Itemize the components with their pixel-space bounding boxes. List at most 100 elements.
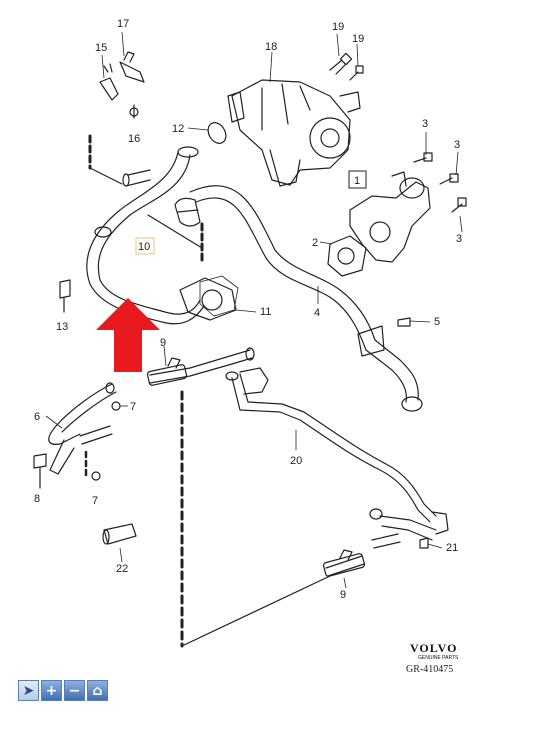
callout-16[interactable]: 16: [128, 133, 140, 145]
flange-hole: [201, 289, 223, 311]
callout-8[interactable]: 8: [34, 493, 40, 505]
hose-end: [401, 396, 423, 412]
gasket-2: [327, 235, 367, 277]
callout-7[interactable]: 7: [92, 495, 98, 507]
coolant-pipe-10-inner: [86, 151, 205, 325]
callout-2[interactable]: 2: [312, 237, 318, 249]
callout-19[interactable]: 19: [332, 21, 344, 33]
callout-17[interactable]: 17: [117, 18, 129, 30]
leader-line: [409, 320, 431, 323]
callout-3[interactable]: 3: [422, 118, 428, 130]
callout-22[interactable]: 22: [116, 563, 128, 575]
hose-connector: [174, 197, 201, 227]
thermostat-housing-1: [349, 181, 431, 263]
callout-1[interactable]: 1: [354, 175, 360, 187]
callout-5[interactable]: 5: [434, 316, 440, 328]
thermostat-outlet: [399, 177, 425, 199]
leader-line: [427, 543, 443, 549]
pump-bracket: [269, 149, 301, 187]
pipe-20-bracket: [239, 367, 269, 395]
pipe-end: [177, 146, 199, 158]
pipe-end: [225, 371, 239, 381]
leader-line: [269, 51, 273, 83]
leader-line: [121, 31, 125, 57]
cursor-button[interactable]: ➤: [18, 680, 39, 701]
callout-21[interactable]: 21: [446, 542, 458, 554]
callout-6[interactable]: 6: [34, 411, 40, 423]
pipe-20-end-bracket: [431, 511, 449, 535]
diagram-code: GR-410475: [406, 664, 453, 675]
hose-9-upper: [149, 349, 253, 384]
hose-9-lower: [325, 555, 365, 577]
callout-3[interactable]: 3: [454, 139, 460, 151]
leader-line: [147, 214, 203, 249]
bolt-8: [33, 453, 47, 469]
gasket-hole: [337, 247, 355, 265]
viewer-toolbar: ➤ + − ⌂: [18, 680, 108, 701]
coolant-pipe-20: [231, 377, 431, 523]
callout-11[interactable]: 11: [260, 306, 271, 318]
callout-3[interactable]: 3: [456, 233, 462, 245]
hose-end: [245, 347, 255, 361]
clip-7: [91, 471, 101, 481]
sensor-15: [99, 77, 119, 101]
callout-20[interactable]: 20: [290, 455, 302, 467]
leader-line: [89, 167, 123, 185]
bolt-5: [397, 317, 411, 327]
leader-line: [455, 151, 459, 176]
brand-name: VOLVO: [410, 641, 457, 655]
callout-13[interactable]: 13: [56, 321, 68, 333]
leader-line: [101, 54, 105, 79]
pump-outlet: [339, 91, 361, 113]
callout-box-1: [348, 170, 367, 189]
brand-tagline: GENUINE PARTS: [418, 655, 459, 661]
bolt-13: [59, 279, 71, 299]
bolt-head: [423, 152, 433, 162]
pipe-end: [105, 382, 115, 394]
pump-detail: [261, 83, 311, 131]
thermostat-connector: [391, 171, 407, 187]
leader-line: [459, 215, 463, 233]
flange-11: [179, 277, 237, 321]
leader-line: [163, 345, 167, 367]
hose-clamp-4: [357, 325, 385, 357]
pipe-6-inner: [61, 391, 117, 433]
zoom-out-button[interactable]: −: [64, 680, 85, 701]
hose-clamp-9: [146, 364, 188, 386]
callout-19[interactable]: 19: [352, 33, 364, 45]
pipe-branch: [125, 169, 151, 187]
pump-pulley: [309, 117, 351, 159]
callout-10[interactable]: 10: [138, 241, 150, 253]
sensor-17-tip: [123, 51, 135, 63]
bolt-3: [451, 203, 463, 213]
callout-9[interactable]: 9: [160, 337, 166, 349]
home-button[interactable]: ⌂: [87, 680, 108, 701]
bolt-19: [329, 59, 347, 75]
home-icon: ⌂: [92, 682, 103, 699]
zoom-in-icon: +: [45, 682, 58, 699]
pipe-end: [94, 226, 112, 238]
callout-4[interactable]: 4: [314, 307, 320, 319]
clip-7: [111, 401, 121, 411]
callout-12[interactable]: 12: [172, 123, 184, 135]
coolant-hose-4: [189, 185, 419, 401]
bolt-head: [339, 52, 353, 66]
leader-line: [45, 415, 63, 429]
red-arrow: [96, 298, 160, 372]
bolt-head: [457, 197, 467, 207]
callout-9[interactable]: 9: [340, 589, 346, 601]
leader-line: [235, 309, 257, 313]
leader-line: [356, 43, 359, 67]
clamp-ear: [167, 357, 181, 369]
hose-clamp-9-lower: [322, 553, 366, 577]
callout-15[interactable]: 15: [95, 42, 107, 54]
clamp-ear: [339, 549, 353, 561]
zoom-out-icon: −: [68, 682, 81, 699]
pipe-7: [79, 425, 113, 445]
callout-7[interactable]: 7: [130, 401, 136, 413]
thermostat-port: [369, 221, 391, 243]
callout-18[interactable]: 18: [265, 41, 277, 53]
leader-line: [119, 547, 123, 563]
zoom-in-button[interactable]: +: [41, 680, 62, 701]
